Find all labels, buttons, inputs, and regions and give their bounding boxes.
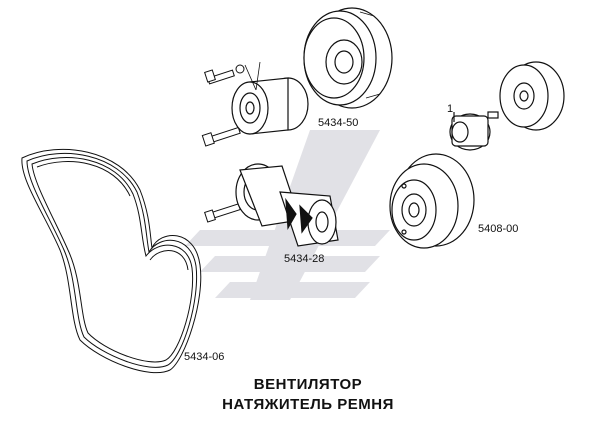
idler-pulley-upper-right	[499, 61, 565, 131]
pulley-5408-00	[389, 153, 475, 249]
small-idler-bearing	[449, 111, 499, 151]
label-pulley-right: 5408-00	[478, 223, 518, 235]
label-pulley-large: 5434-50	[318, 117, 358, 129]
bolt-middle	[201, 126, 241, 147]
label-tensioner: 5434-28	[284, 253, 324, 265]
caption-line-2: НАТЯЖИТЕЛЬ РЕМНЯ	[222, 396, 394, 413]
bolt-lower	[204, 203, 241, 223]
poly-v-belt	[21, 148, 202, 374]
fan-pulley-large	[303, 7, 393, 109]
bolt-upper	[204, 64, 245, 85]
fan-hub-spacer	[231, 61, 309, 135]
label-item-1: 1	[447, 103, 453, 115]
caption-line-1: ВЕНТИЛЯТОР	[253, 376, 363, 393]
belt-tensioner	[235, 163, 339, 247]
label-belt: 5434-06	[184, 351, 224, 363]
